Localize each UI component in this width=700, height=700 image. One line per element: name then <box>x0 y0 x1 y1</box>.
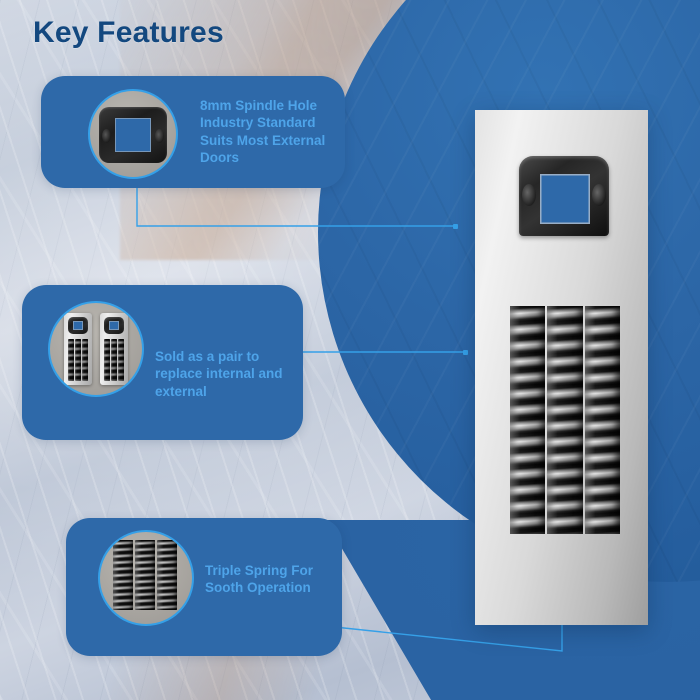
coil <box>104 339 110 381</box>
spindle-hole-opening <box>115 118 151 152</box>
coil <box>68 339 74 381</box>
product-lug-right <box>592 184 606 206</box>
feature-card-spindle-hole[interactable]: 8mm Spindle Hole Industry Standard Suits… <box>41 76 345 188</box>
product-coil <box>547 306 583 534</box>
cassette-left <box>64 313 92 385</box>
cassette-left-springs <box>68 339 88 381</box>
spindle-lug-right <box>155 129 164 143</box>
cassette-right-hole <box>109 321 119 330</box>
coil <box>157 540 177 610</box>
coil <box>135 540 155 610</box>
feature-card-3-text: Triple Spring For Sooth Operation <box>205 563 314 596</box>
product-springs <box>510 306 621 534</box>
product-spindle-frame <box>519 156 609 236</box>
coil <box>113 540 133 610</box>
coil <box>111 339 117 381</box>
spindle-lug-left <box>102 129 111 143</box>
product-coil <box>510 306 546 534</box>
cassette-right <box>100 313 128 385</box>
spindle-hole-photo <box>88 89 178 179</box>
connector-endpoint-2 <box>463 350 468 355</box>
feature-card-triple-spring[interactable]: Triple Spring For Sooth Operation <box>66 518 342 656</box>
page-title: Key Features <box>33 16 224 49</box>
pair-of-cassettes-photo <box>48 301 144 397</box>
product-coil <box>584 306 621 534</box>
coil <box>118 339 124 381</box>
cassette-left-hole <box>73 321 83 330</box>
cassette-left-spindle <box>68 317 88 334</box>
feature-card-2-text: Sold as a pair to replace internal and e… <box>155 349 283 399</box>
connector-endpoint-1 <box>453 224 458 229</box>
feature-card-1-text: 8mm Spindle Hole Industry Standard Suits… <box>200 98 326 165</box>
coil <box>75 339 81 381</box>
coil <box>82 339 88 381</box>
cassette-right-spindle <box>104 317 124 334</box>
triple-spring-graphic <box>113 540 177 610</box>
feature-card-sold-as-pair[interactable]: Sold as a pair to replace internal and e… <box>22 285 303 440</box>
product-image <box>475 110 648 625</box>
triple-spring-photo <box>98 530 194 626</box>
cassette-right-springs <box>104 339 124 381</box>
product-spindle-hole <box>540 174 590 224</box>
spindle-frame-graphic <box>99 107 167 163</box>
product-lug-left <box>522 184 536 206</box>
